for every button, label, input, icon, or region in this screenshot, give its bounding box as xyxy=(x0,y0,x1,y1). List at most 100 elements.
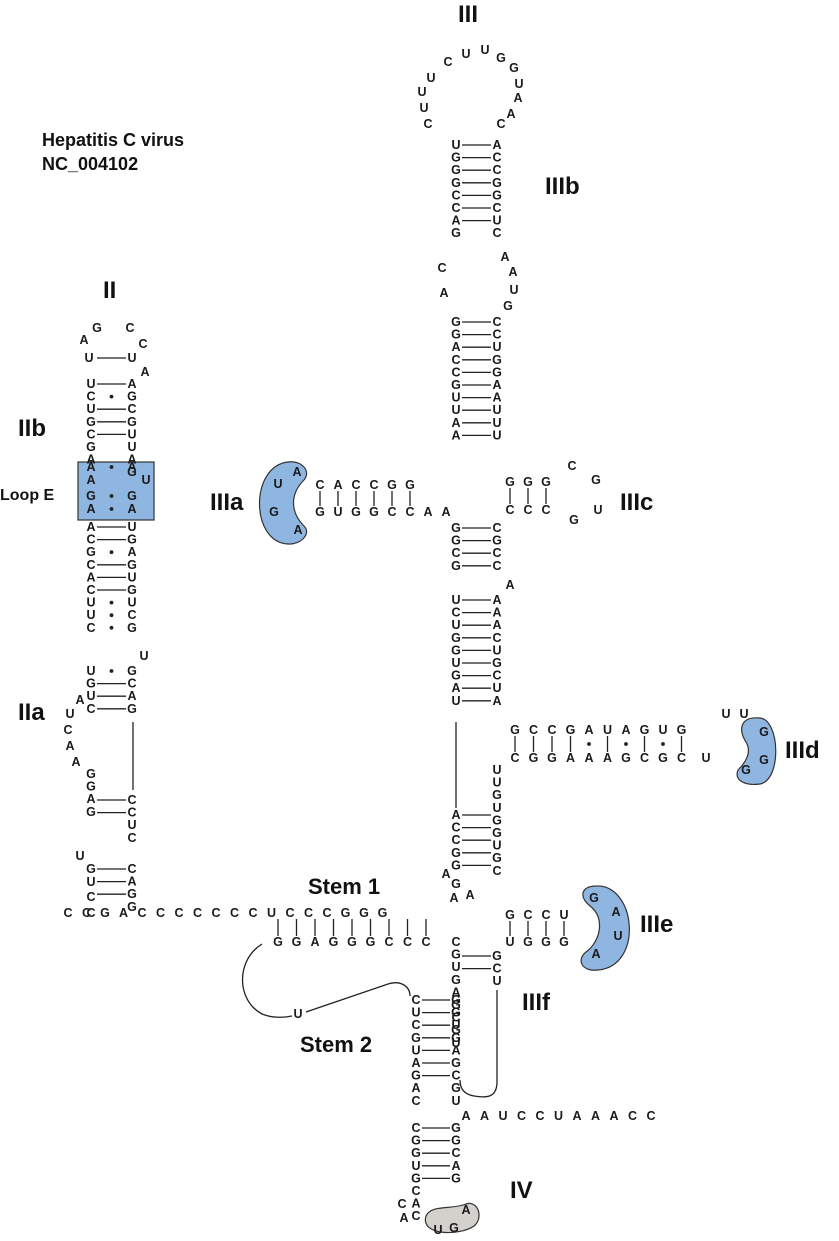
IV-loop-nt: A xyxy=(399,1211,408,1225)
stem2-nt: U xyxy=(451,1094,460,1108)
III-mid-nt: G xyxy=(451,858,461,872)
IIa-loop-nt: A xyxy=(65,739,74,753)
IIIb-apical-loop-nt: U xyxy=(426,71,435,85)
IIId-loop-nt: G xyxy=(741,763,751,777)
IV-stem-nt: G xyxy=(411,1134,421,1148)
IV-loop-nt: C xyxy=(397,1197,406,1211)
II-stem-nt: G xyxy=(86,415,96,429)
IIIe-stem-nt: G xyxy=(559,935,569,949)
linker-nt: U xyxy=(293,1007,302,1021)
IIIb-bulge-nt: A xyxy=(500,250,509,264)
IIId-stem-nt: G xyxy=(677,723,687,737)
IIId-stem-nt: A xyxy=(566,751,575,765)
linker-nt: A xyxy=(119,906,128,920)
III-basal-stem-nt: C xyxy=(492,669,501,683)
IIIc-loop-nt: G xyxy=(591,473,601,487)
IIId-stem-nt: G xyxy=(529,751,539,765)
IIIa-loop-nt: A xyxy=(292,465,301,479)
linker-nt: C xyxy=(193,906,202,920)
tail-nt: A xyxy=(609,1109,618,1123)
accession-number: NC_004102 xyxy=(42,154,138,174)
IIIb-stem-nt: G xyxy=(451,163,461,177)
linker-nt: C xyxy=(304,906,313,920)
II-mid-stem-nt: U xyxy=(127,570,136,584)
II-mid-stem-nt: U xyxy=(86,608,95,622)
stem2-nt: G xyxy=(451,1006,461,1020)
III-mid-nt: U xyxy=(492,801,501,815)
II-stem-nt: G xyxy=(127,390,137,404)
II-mid-stem-nt: C xyxy=(86,583,95,597)
IIIe-loop-highlight xyxy=(580,885,630,971)
III-mid-nt: U xyxy=(492,763,501,777)
IIIb-apical-loop-nt: C xyxy=(423,117,432,131)
IIIa-stem-nt: C xyxy=(369,478,378,492)
loop-e-nt: A xyxy=(127,460,136,474)
III-basal-stem-nt: U xyxy=(451,593,460,607)
stem2-nt: C xyxy=(411,993,420,1007)
IV-stem-nt: G xyxy=(451,1171,461,1185)
stem2-nt: A xyxy=(411,1056,420,1070)
II-lower-stem-nt: C xyxy=(127,831,136,845)
IIId-stem-nt: U xyxy=(603,723,612,737)
II-stem-nt: G xyxy=(127,415,137,429)
III-basal-stem-nt: U xyxy=(492,643,501,657)
IIIc-stem-nt: C xyxy=(505,503,514,517)
IIIc-loop-nt: G xyxy=(569,513,579,527)
label-domain-II: II xyxy=(103,277,116,304)
IIIa-stem-nt: G xyxy=(387,478,397,492)
stem2-nt: G xyxy=(451,1056,461,1070)
IIIe-loop-nt: G xyxy=(589,891,599,905)
stem1-linker-line xyxy=(242,943,293,1018)
IIIf-stem-nt: C xyxy=(492,962,501,976)
II-apical-loop-nt: A xyxy=(140,365,149,379)
tail-nt: C xyxy=(535,1109,544,1123)
IIIf-stem-nt: A xyxy=(451,985,460,999)
III-upper-stem-nt: C xyxy=(451,365,460,379)
tail-nt: C xyxy=(628,1109,637,1123)
stem1-nt: G xyxy=(347,935,357,949)
IIIa-loop-highlight xyxy=(259,461,308,545)
II-mid-stem-nt: A xyxy=(86,570,95,584)
II-mid-stem-nt: G xyxy=(127,621,137,635)
II-lower-stem-nt: G xyxy=(86,805,96,819)
IIId-loop-highlight xyxy=(736,717,777,785)
IIIc-stem-nt: G xyxy=(541,475,551,489)
IIIa-stem-nt: C xyxy=(351,478,360,492)
IIIb-apical-loop-nt: U xyxy=(514,77,523,91)
II-stem-nt: G xyxy=(86,440,96,454)
IIIb-bulge-nt: C xyxy=(437,261,446,275)
III-mid-nt: U xyxy=(492,839,501,853)
IV-loop-nt: G xyxy=(449,1221,459,1235)
IV-stem-nt: C xyxy=(451,1146,460,1160)
IIa-loop-nt: C xyxy=(63,723,72,737)
linker-nt: G xyxy=(341,906,351,920)
virus-name: Hepatitis C virus xyxy=(42,130,184,150)
IIIb-stem-nt: G xyxy=(492,176,502,190)
label-domain-IIIa: IIIa xyxy=(210,489,244,516)
III-mid-nt: C xyxy=(492,864,501,878)
IIIf-stem-nt: G xyxy=(492,949,502,963)
IIIb-bulge-nt: A xyxy=(508,265,517,279)
IIId-stem-nt: G xyxy=(621,751,631,765)
tail-nt: C xyxy=(517,1109,526,1123)
IIIe-stem-nt: C xyxy=(523,908,532,922)
III-basal-stem-nt: G xyxy=(451,631,461,645)
III-upper-stem-nt: U xyxy=(492,340,501,354)
gu-pair-dot xyxy=(109,613,114,618)
II-stem-nt: U xyxy=(86,402,95,416)
IIId-stem-nt: A xyxy=(584,723,593,737)
IIIf-stem-nt: U xyxy=(492,974,501,988)
stem2-nt: G xyxy=(411,1031,421,1045)
IIIa-stem-nt: C xyxy=(315,478,324,492)
IIId-loop-nt: U xyxy=(701,751,710,765)
label-domain-IIIf: IIIf xyxy=(522,989,551,1016)
stem2-nt: G xyxy=(411,1069,421,1083)
II-stem-nt: C xyxy=(86,427,95,441)
IIIe-stem-nt: G xyxy=(523,935,533,949)
II-mid-stem-nt: U xyxy=(86,596,95,610)
III-bulge-nt: A xyxy=(505,578,514,592)
II-apical-loop-nt: G xyxy=(92,321,102,335)
IV-loop-nt: A xyxy=(461,1203,470,1217)
start-codon-highlight xyxy=(425,1202,480,1234)
IIa-stem-nt: C xyxy=(127,677,136,691)
